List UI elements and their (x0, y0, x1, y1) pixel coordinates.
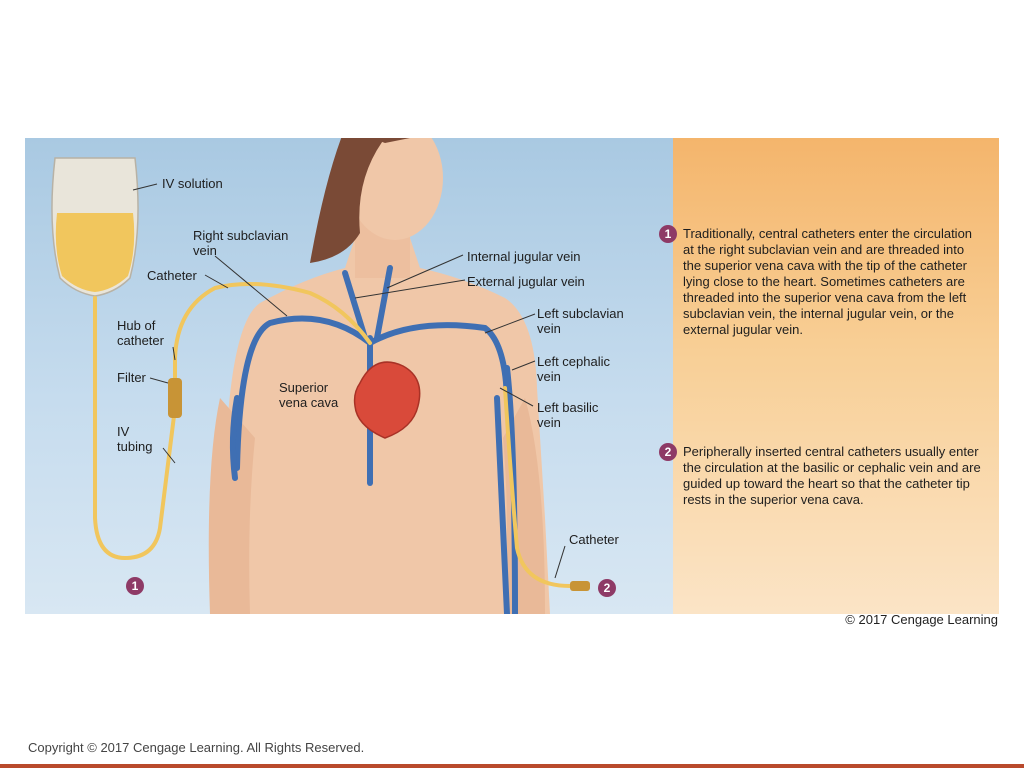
external-jugular-vessel (342, 270, 368, 341)
label-internal-jugular-vein: Internal jugular vein (467, 249, 581, 264)
filter-device (168, 378, 182, 418)
label-filter: Filter (117, 370, 146, 385)
note-two-badge: 2 (659, 443, 677, 461)
left-subclavian-vessel (367, 322, 510, 401)
right-arm-vessel (229, 395, 240, 481)
label-catheter-left: Catheter (147, 268, 197, 283)
note-two-text: Peripherally inserted central catheters … (683, 444, 981, 507)
leader-lines (132, 183, 566, 579)
heart (353, 361, 421, 439)
left-basilic-vessel (494, 395, 510, 614)
hair (310, 138, 385, 263)
figure-credit: © 2017 Cengage Learning (845, 612, 998, 627)
footer-copyright: Copyright © 2017 Cengage Learning. All R… (28, 740, 365, 755)
label-superior-vena-cava: Superior vena cava (279, 380, 339, 410)
marker-one-badge: 1 (126, 577, 144, 595)
anatomy-illustration (51, 138, 590, 614)
iv-catheter-figure: IV solution Right subclavian vein Cathet… (25, 138, 999, 614)
internal-jugular-vessel (374, 265, 393, 341)
right-subclavian-vessel (234, 315, 373, 471)
note-one: 1 Traditionally, central catheters enter… (659, 225, 983, 338)
note-one-badge: 1 (659, 225, 677, 243)
label-hub-of-catheter: Hub of catheter (117, 318, 164, 348)
label-left-basilic-vein: Left basilic vein (537, 400, 599, 430)
iv-bag-fluid (55, 213, 135, 292)
hair-top (371, 138, 410, 143)
notes-panel (673, 138, 999, 614)
label-left-cephalic-vein: Left cephalic vein (537, 354, 610, 384)
label-catheter-right: Catheter (569, 532, 619, 547)
marker-two-badge: 2 (598, 579, 616, 597)
label-right-subclavian-vein: Right subclavian vein (193, 228, 289, 258)
label-left-subclavian-vein: Left subclavian vein (537, 306, 624, 336)
label-iv-tubing: IV tubing (117, 424, 153, 454)
label-external-jugular-vein: External jugular vein (467, 274, 585, 289)
label-iv-solution: IV solution (162, 176, 223, 191)
head (347, 138, 443, 240)
catheter-tip-device (570, 581, 590, 591)
left-cephalic-vessel (504, 365, 518, 614)
note-one-text: Traditionally, central catheters enter t… (683, 226, 973, 337)
footer-rule (0, 764, 1024, 768)
note-two: 2 Peripherally inserted central catheter… (659, 443, 983, 508)
left-arm (208, 398, 255, 614)
